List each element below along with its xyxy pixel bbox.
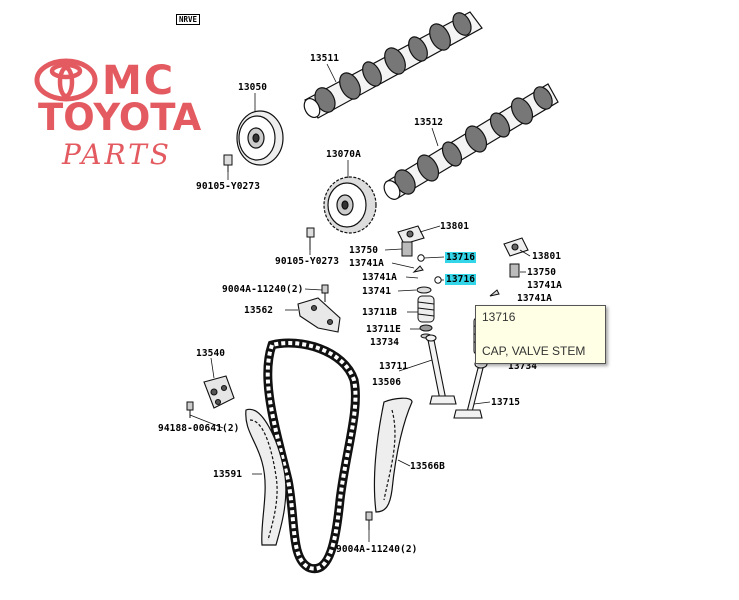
label-13734-right[interactable]: 13734	[508, 361, 538, 372]
part-tooltip: 13716 CAP, VALVE STEM	[475, 305, 606, 364]
label-13512[interactable]: 13512	[414, 117, 444, 128]
label-13506[interactable]: 13506	[372, 377, 402, 388]
label-13741a-right[interactable]: 13741A	[527, 280, 562, 291]
label-13734-left[interactable]: 13734	[370, 337, 400, 348]
timing-chain-13506-drawing[interactable]	[263, 338, 360, 574]
label-13540[interactable]: 13540	[196, 348, 226, 359]
camshaft-13512-drawing[interactable]	[381, 83, 559, 203]
tooltip-part-number: 13716	[482, 310, 516, 324]
rocker-arm-13801-right-drawing[interactable]	[503, 237, 529, 257]
leader-lines	[189, 63, 531, 542]
label-13801-left[interactable]: 13801	[440, 221, 470, 232]
label-13711b[interactable]: 13711B	[362, 307, 397, 318]
label-13716-highlighted-a[interactable]: 13716	[445, 252, 477, 263]
bolt-9004a-top-drawing[interactable]	[321, 284, 329, 302]
label-13801-right[interactable]: 13801	[532, 251, 562, 262]
label-13716-highlighted-b[interactable]: 13716	[445, 274, 477, 285]
label-13750-left[interactable]: 13750	[349, 245, 379, 256]
label-13070a[interactable]: 13070A	[326, 149, 361, 160]
label-13566b[interactable]: 13566B	[410, 461, 445, 472]
label-13750-right[interactable]: 13750	[527, 267, 557, 278]
valve-spring-retainer-13741-drawing[interactable]	[416, 286, 432, 294]
brand-line1: MC	[102, 58, 176, 104]
label-13741a-left2[interactable]: 13741A	[362, 272, 397, 283]
cam-timing-gear-13050-drawing[interactable]	[236, 110, 284, 166]
label-13741a-left[interactable]: 13741A	[349, 258, 384, 269]
label-13050[interactable]: 13050	[238, 82, 268, 93]
chain-guide-13562-drawing[interactable]	[297, 297, 341, 333]
bolt-94188-drawing[interactable]	[186, 401, 194, 418]
brand-line2: TOYOTA	[38, 96, 202, 139]
label-13511[interactable]: 13511	[310, 53, 340, 64]
label-13562[interactable]: 13562	[244, 305, 274, 316]
label-13715[interactable]: 13715	[491, 397, 521, 408]
label-13711[interactable]: 13711	[379, 361, 409, 372]
tooltip-description: CAP, VALVE STEM	[482, 344, 586, 358]
bolt-9004a-bottom-drawing[interactable]	[365, 511, 373, 530]
label-94188[interactable]: 94188-00641(2)	[158, 423, 240, 434]
exhaust-valve-13715-drawing[interactable]	[453, 359, 488, 419]
cam-timing-gear-13070a-drawing[interactable]	[323, 176, 377, 234]
brand-logo-mc: MC	[34, 58, 176, 104]
label-13741[interactable]: 13741	[362, 286, 392, 297]
label-90105-top[interactable]: 90105-Y0273	[196, 181, 261, 192]
bolt-90105-mid-drawing[interactable]	[306, 227, 315, 250]
label-9004a-top[interactable]: 9004A-11240(2)	[222, 284, 304, 295]
bolt-90105-top-drawing[interactable]	[223, 154, 233, 172]
corner-tag: NRVE	[176, 14, 201, 25]
camshaft-13511-drawing[interactable]	[301, 10, 483, 120]
chain-tensioner-13540-drawing[interactable]	[203, 375, 235, 409]
label-13741a-right2[interactable]: 13741A	[517, 293, 552, 304]
label-90105-mid[interactable]: 90105-Y0273	[275, 256, 340, 267]
label-9004a-bottom[interactable]: 9004A-11240(2)	[336, 544, 418, 555]
valve-spring-13711b-drawing[interactable]	[417, 295, 435, 339]
label-13711e[interactable]: 13711E	[366, 324, 401, 335]
brand-line3: PARTS	[62, 138, 172, 171]
intake-valve-13711-drawing[interactable]	[425, 334, 457, 405]
label-13591[interactable]: 13591	[213, 469, 243, 480]
chain-slipper-13591-drawing[interactable]	[245, 408, 287, 546]
chain-guide-13566b-drawing[interactable]	[373, 397, 413, 513]
valve-keeper-13741a-drawing[interactable]	[412, 265, 500, 297]
toyota-emblem-icon	[34, 58, 98, 102]
rocker-arm-13801-left-drawing[interactable]	[397, 225, 425, 245]
